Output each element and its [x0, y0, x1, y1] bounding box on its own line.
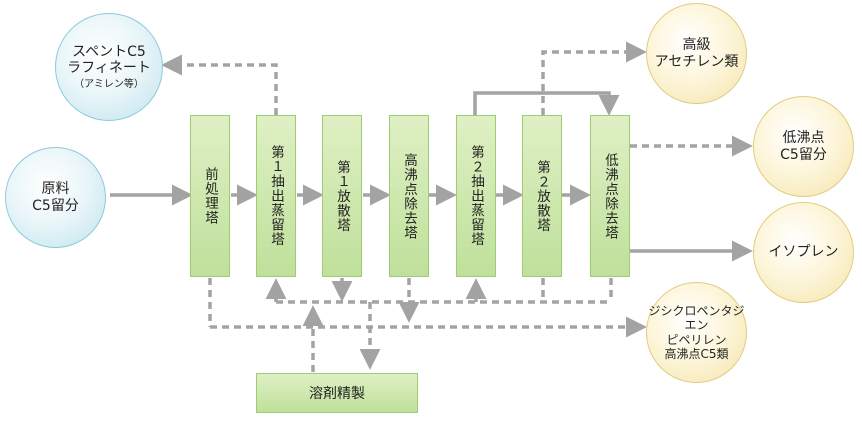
solvent-purification-unit: 溶剤精製 — [256, 373, 418, 413]
low-boiling-line-1: 低沸点 — [782, 129, 825, 146]
heavies-line-2: ピペリレン — [666, 332, 727, 347]
tower-label: 第２放散塔 — [534, 159, 550, 233]
acetylene-arrow — [541, 41, 647, 115]
tower-label: 第１抽出蒸留塔 — [268, 145, 284, 247]
tower-first-stripper: 第１放散塔 — [322, 115, 362, 277]
spent-c5-raffinate: スペントC5 ラフィネート （アミレン等） — [55, 13, 163, 121]
low-boiling-line-2: C5留分 — [780, 146, 827, 163]
tower-label: 第１放散塔 — [334, 159, 350, 233]
tower-label: 第２抽出蒸留塔 — [468, 145, 484, 247]
raffinate-arrow — [161, 54, 278, 115]
tower-label: 低沸点除去塔 — [602, 152, 618, 240]
solvent-purification-label: 溶剤精製 — [309, 386, 365, 402]
feed-c5-fraction: 原料 C5留分 — [5, 147, 106, 248]
heavies-product: ジシクロペンタジエン ピペリレン 高沸点C5類 — [646, 282, 747, 383]
tower-label: 前処理塔 — [202, 167, 218, 225]
heavies-line-3: 高沸点C5類 — [664, 346, 729, 361]
feed-line-1: 原料 — [41, 180, 70, 197]
raffinate-note: （アミレン等） — [74, 78, 144, 90]
low-boiling-c5: 低沸点 C5留分 — [753, 96, 854, 197]
raffinate-line-1: スペントC5 — [72, 43, 146, 60]
higher-acetylenes: 高級 アセチレン類 — [646, 3, 747, 104]
tower-first-extractive-distillation: 第１抽出蒸留塔 — [256, 115, 296, 277]
bypass-t5-to-t7 — [473, 91, 620, 116]
feed-line-2: C5留分 — [32, 197, 79, 214]
acetylene-line-1: 高級 — [682, 36, 711, 53]
raffinate-line-2: ラフィネート — [67, 60, 151, 77]
isoprene-product: イソプレン — [753, 202, 854, 303]
tower-second-stripper: 第２放散塔 — [522, 115, 562, 277]
isoprene-line-1: イソプレン — [768, 244, 839, 261]
tower-heavy-ends-removal: 高沸点除去塔 — [389, 115, 429, 277]
tower-light-ends-removal: 低沸点除去塔 — [590, 115, 630, 277]
tower-label: 高沸点除去塔 — [401, 152, 417, 240]
heavies-line-1: ジシクロペンタジエン — [648, 304, 745, 333]
tower-pretreatment: 前処理塔 — [190, 115, 230, 277]
tower-second-extractive-distillation: 第２抽出蒸留塔 — [456, 115, 496, 277]
acetylene-line-2: アセチレン類 — [654, 53, 739, 70]
